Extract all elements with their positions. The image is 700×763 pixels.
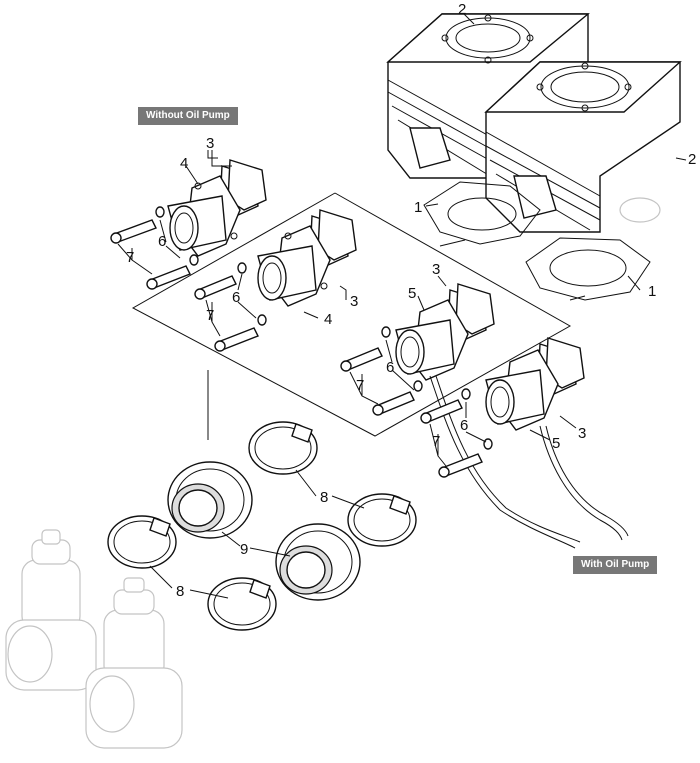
- hose-clamp-right: [347, 493, 417, 547]
- callout-7-upper-left: 7: [126, 249, 134, 266]
- callout-6-upper-left: 6: [158, 233, 166, 250]
- front-cylinder: [484, 61, 682, 233]
- intake-manifold-upper-right: [395, 283, 495, 381]
- callout-4-upper-left: 4: [180, 155, 188, 172]
- callout-leader-lines: [117, 13, 687, 599]
- callout-4-lower-left: 4: [324, 311, 332, 328]
- bolts-and-washers: [110, 206, 493, 478]
- cylinder-base-gaskets: [423, 181, 651, 301]
- callout-3-lower-right: 3: [578, 425, 586, 442]
- callout-6-lower-left: 6: [232, 289, 240, 306]
- with-oil-pump-tag: With Oil Pump: [573, 556, 658, 574]
- hose-clamp-lower: [207, 577, 277, 631]
- intake-manifold-lower-right: [485, 337, 585, 431]
- callout-9: 9: [240, 541, 248, 558]
- hose-clamp-left: [107, 515, 177, 569]
- without-oil-pump-tag: Without Oil Pump: [138, 107, 238, 125]
- callout-3-upper-left: 3: [206, 135, 214, 152]
- intake-manifold-lower-left: [257, 209, 357, 307]
- callout-2-rear-cylinder: 2: [458, 1, 466, 18]
- rubber-boot-upper: [167, 461, 253, 539]
- callout-1-front-gasket: 1: [648, 283, 656, 300]
- callout-7-lower-left: 7: [206, 307, 214, 324]
- rear-cylinder: [386, 13, 590, 179]
- callout-5-upper-right: 5: [408, 285, 416, 302]
- intake-manifold-upper-left: [167, 159, 267, 257]
- hose-clamp-upper: [248, 421, 318, 475]
- callout-3-lower-left: 3: [350, 293, 358, 310]
- callout-8-lower: 8: [176, 583, 184, 600]
- carburetor-left: [5, 529, 97, 691]
- assembly-frame-lines: [131, 192, 586, 440]
- callout-2-front-cylinder: 2: [688, 151, 696, 168]
- callout-1-rear-gasket: 1: [414, 199, 422, 216]
- callout-3-upper-right: 3: [432, 261, 440, 278]
- callout-6-upper-right: 6: [386, 359, 394, 376]
- carburetor-right: [85, 577, 183, 749]
- callout-numbers: 2 2 1 1 3 4 6 7 3 6 7 4 3 5 6 7 6 7 3 5 …: [126, 1, 696, 600]
- callout-6-lower-right: 6: [460, 417, 468, 434]
- rubber-boot-lower: [275, 523, 361, 601]
- callout-7-lower-right: 7: [432, 433, 440, 450]
- callout-8-upper: 8: [320, 489, 328, 506]
- callout-7-upper-right: 7: [356, 377, 364, 394]
- callout-5-lower-right: 5: [552, 435, 560, 452]
